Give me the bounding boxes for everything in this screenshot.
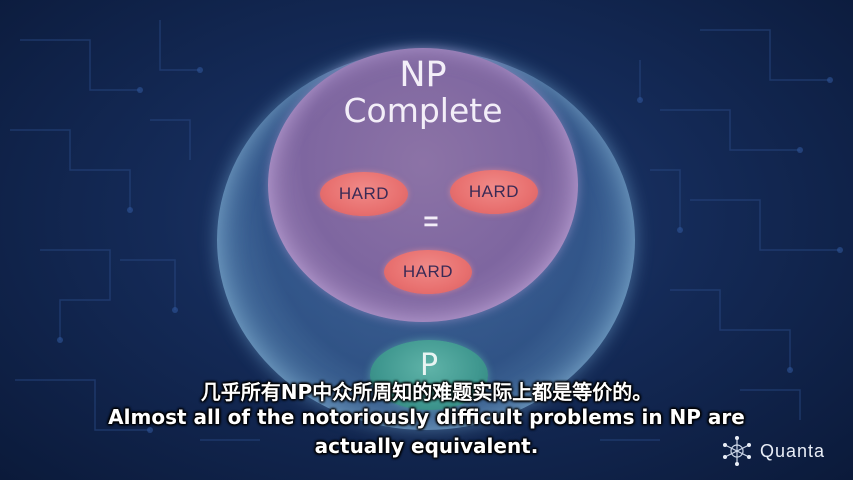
quanta-logo: Quanta — [720, 434, 825, 468]
equals-sign: = — [423, 206, 439, 236]
quanta-logo-icon — [723, 436, 751, 466]
subtitle-english-line2: actually equivalent. — [314, 434, 539, 458]
subtitle-english-line1: Almost all of the notoriously difficult … — [108, 405, 745, 429]
np-complete-title-np: NP — [399, 55, 447, 95]
subtitle-chinese: 几乎所有NP中众所周知的难题实际上都是等价的。 — [200, 380, 653, 404]
hard-blob-right: HARD — [450, 170, 538, 214]
quanta-logo-text: Quanta — [760, 440, 826, 461]
p-class-blob — [370, 340, 488, 410]
np-complete-title-complete: Complete — [343, 91, 503, 130]
hard-blob-left: HARD — [320, 172, 408, 216]
p-class-label: P — [419, 348, 439, 383]
hard-blob-bottom: HARD — [384, 250, 472, 294]
